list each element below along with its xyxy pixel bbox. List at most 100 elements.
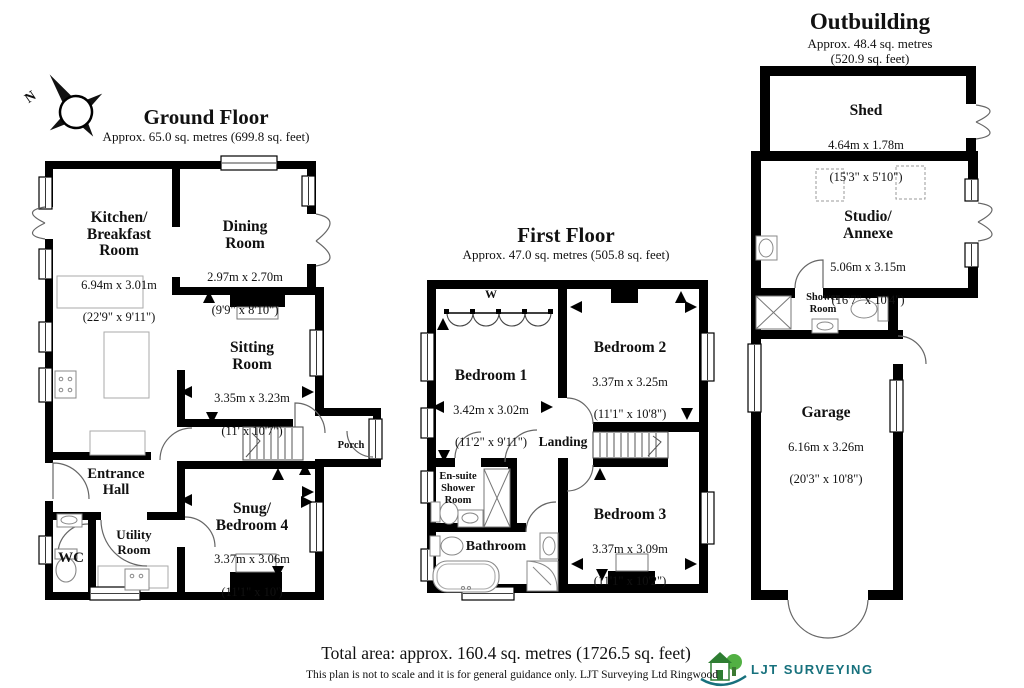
wall — [888, 298, 898, 330]
room-label-wc: WC — [58, 550, 84, 566]
basin-icon — [539, 532, 559, 560]
wall — [868, 590, 903, 600]
room-dim-ft: (16'7" x 10'4") — [831, 292, 905, 307]
measure-arrow — [541, 401, 553, 413]
room-name: Shed — [849, 101, 883, 119]
wall — [315, 408, 381, 416]
wall — [45, 161, 316, 169]
measure-arrow — [570, 301, 582, 313]
hearth — [615, 553, 649, 572]
wall — [230, 295, 285, 307]
wall — [760, 66, 976, 76]
room-name: Dining Room — [222, 217, 268, 252]
measure-arrow — [438, 450, 450, 462]
room-label-bedroom3: Bedroom 3 3.37m x 3.09m (11'1" x 10'2") — [592, 489, 668, 606]
staircase-first — [592, 431, 669, 459]
brand-logo-text: LJT Surveying — [751, 662, 874, 677]
wardrobe — [444, 309, 553, 327]
room-name: Garage — [801, 403, 851, 421]
first-floor-title: First Floor — [517, 223, 615, 247]
room-dim-ft: (9'9" x 8'10") — [211, 302, 279, 317]
wall — [508, 523, 526, 532]
wall — [751, 590, 788, 600]
wall — [88, 520, 96, 592]
measure-arrow — [302, 386, 314, 398]
room-dim-ft: (22'9" x 9'11") — [82, 310, 156, 325]
door-arc — [315, 240, 331, 267]
door-arc — [897, 335, 927, 365]
room-label-ensuite: En-suite Shower Room — [439, 471, 477, 506]
hearth — [236, 306, 279, 320]
room-dim-ft: (15'3" x 5'10") — [829, 169, 903, 184]
sink-icon — [54, 370, 77, 399]
room-dim-m: 3.37m x 3.25m — [592, 374, 668, 389]
wardrobe-label: W — [485, 287, 497, 301]
hearth — [235, 553, 277, 573]
basin-icon — [457, 509, 484, 528]
furniture — [56, 275, 144, 309]
room-label-studio: Studio/ Annexe 5.06m x 3.15m (16'7" x 10… — [830, 191, 906, 325]
measure-arrow — [301, 496, 313, 508]
door-arc — [52, 462, 90, 500]
door-arc — [31, 222, 46, 240]
wall — [751, 151, 761, 298]
brand-logo-icon — [700, 652, 747, 686]
basin-icon — [56, 513, 83, 528]
room-dim-m: 3.35m x 3.23m — [214, 391, 290, 406]
measure-arrow — [272, 566, 284, 578]
measure-arrow — [571, 558, 583, 570]
outbuilding-title: Outbuilding — [809, 9, 931, 34]
wall — [177, 461, 185, 517]
room-name: Bedroom 3 — [593, 505, 667, 523]
staircase-ground — [242, 426, 304, 461]
room-label-bedroom1: Bedroom 1 3.42m x 3.02m (11'2" x 9'11") — [453, 350, 529, 467]
room-label-entrance-hall: Entrance Hall — [87, 466, 145, 499]
room-name: Bedroom 1 — [454, 366, 528, 384]
door-arc — [100, 519, 148, 567]
wall — [897, 288, 978, 298]
measure-arrow — [685, 301, 697, 313]
total-area-text: Total area: approx. 160.4 sq. metres (17… — [321, 643, 691, 663]
wall — [177, 547, 185, 600]
measure-arrow — [594, 468, 606, 480]
door-arc — [566, 397, 594, 425]
wall — [751, 298, 761, 600]
door-arc — [977, 221, 993, 242]
door-arc — [184, 516, 216, 548]
disclaimer-text: This plan is not to scale and it is for … — [305, 669, 719, 681]
room-dim-ft: (11' x 10'7") — [221, 423, 283, 438]
wall — [45, 452, 151, 460]
wall — [558, 458, 568, 593]
door-arc — [346, 430, 374, 458]
room-label-kitchen: Kitchen/ Breakfast Room 6.94m x 3.01m (2… — [81, 192, 157, 343]
measure-arrow — [272, 468, 284, 480]
measure-arrow — [299, 463, 311, 475]
door-arc — [566, 464, 594, 492]
wall — [172, 161, 180, 227]
wall — [966, 66, 976, 104]
measure-arrow — [437, 318, 449, 330]
wall — [177, 370, 185, 427]
wall — [760, 66, 770, 156]
measure-arrow — [180, 494, 192, 506]
room-name: Bedroom 2 — [593, 338, 667, 356]
room-dim-ft: (11'2" x 9'11") — [454, 434, 528, 449]
room-name: Kitchen/ Breakfast Room — [86, 208, 152, 260]
measure-arrow — [681, 408, 693, 420]
room-label-bathroom: Bathroom — [465, 539, 527, 554]
wall — [172, 277, 180, 295]
measure-arrow — [432, 401, 444, 413]
ground-floor-subtitle: Approx. 65.0 sq. metres (699.8 sq. feet) — [102, 129, 310, 144]
wall — [751, 151, 978, 161]
corner-shower-icon — [526, 560, 559, 592]
wall — [180, 461, 316, 469]
room-dim-ft: (20'3" x 10'8") — [789, 471, 863, 486]
room-label-dining: Dining Room 2.97m x 2.70m (9'9" x 8'10") — [207, 201, 283, 335]
door-arc — [787, 599, 829, 639]
outbuilding-subtitle: Approx. 48.4 sq. metres (520.9 sq. feet) — [807, 36, 933, 66]
wall-opening — [45, 207, 53, 239]
wall — [427, 280, 708, 289]
room-dim-ft: (11'1" x 10'2") — [593, 573, 667, 588]
wall — [508, 458, 517, 532]
